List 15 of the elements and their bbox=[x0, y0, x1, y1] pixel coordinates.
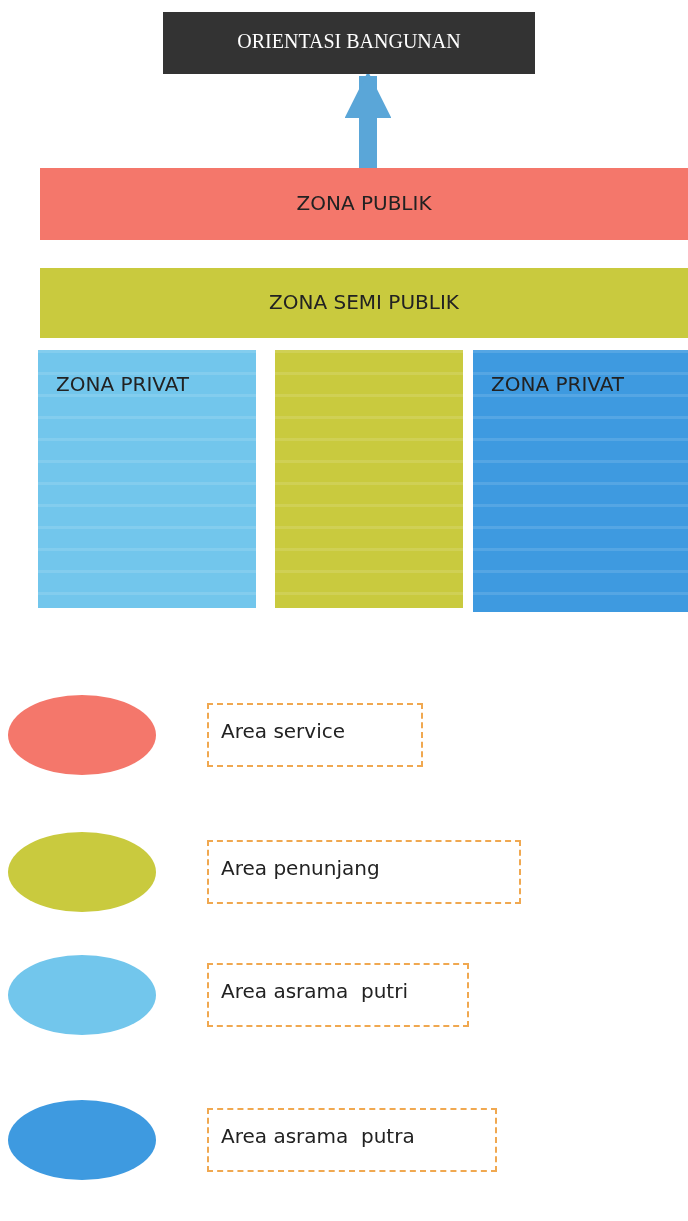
zone-label: ZONA PUBLIK bbox=[295, 191, 433, 215]
zone-label: ZONA PRIVAT bbox=[56, 372, 190, 396]
zone-block bbox=[38, 350, 256, 608]
title-text: ORIENTASI BANGUNAN bbox=[236, 30, 462, 53]
zone-label: ZONA PRIVAT bbox=[491, 372, 625, 396]
legend-label: Area asrama putri bbox=[207, 963, 469, 1027]
zone-block bbox=[275, 350, 463, 608]
legend-label: Area service bbox=[207, 703, 423, 767]
zone-block bbox=[473, 350, 688, 612]
legend-label: Area asrama putra bbox=[207, 1108, 497, 1172]
legend-label: Area penunjang bbox=[207, 840, 521, 904]
zone-label: ZONA SEMI PUBLIK bbox=[268, 290, 460, 314]
zone-band bbox=[40, 268, 688, 338]
title-box bbox=[163, 12, 535, 74]
zone-band bbox=[40, 168, 688, 240]
